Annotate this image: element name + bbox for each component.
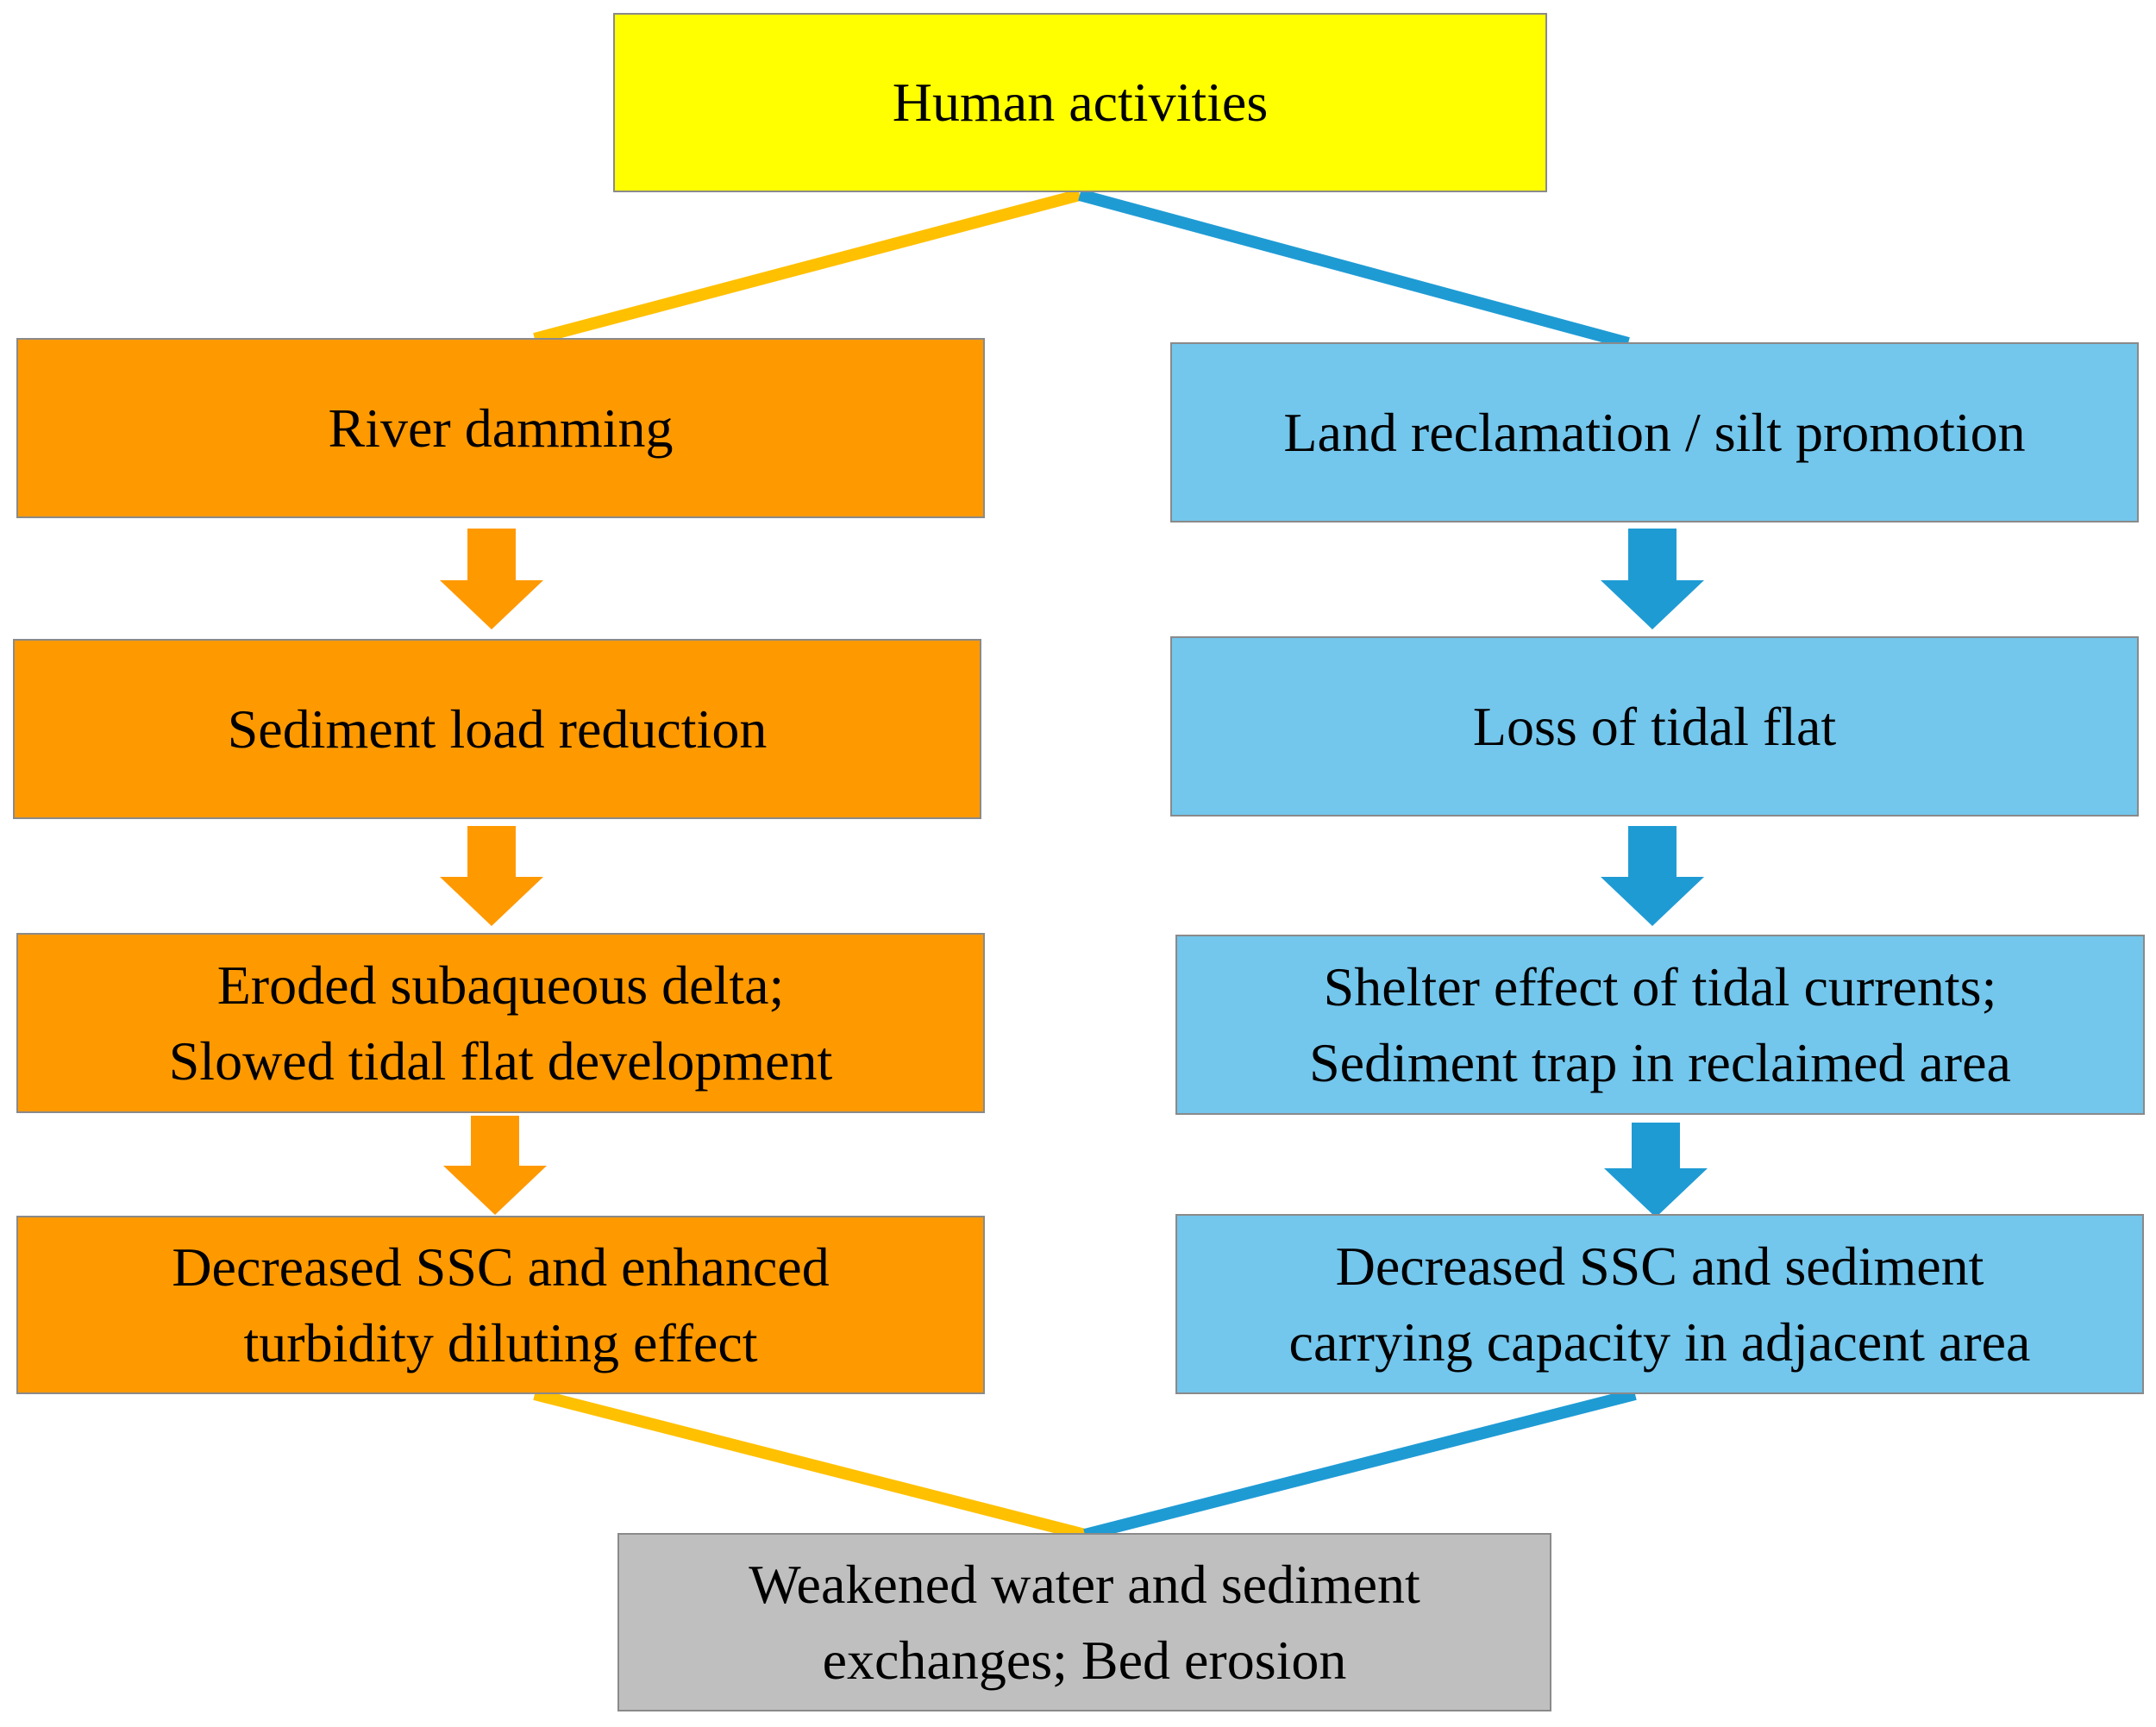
land-reclamation-box: Land reclamation / silt promotion [1170, 342, 2139, 522]
sediment-load-reduction-label: Sediment load reduction [227, 698, 768, 760]
human-activities-label: Human activities [892, 72, 1269, 133]
down-arrow-right-1 [1601, 529, 1704, 629]
down-arrow-left-2 [440, 826, 543, 926]
river-damming-label: River damming [328, 397, 674, 459]
left-merge-connector [533, 1388, 1087, 1541]
human-activities-box: Human activities [613, 13, 1547, 192]
down-arrow-right-2 [1601, 826, 1704, 926]
down-arrow-left-1 [440, 529, 543, 629]
left-decreased-ssc-box: Decreased SSC and enhanced turbidity dil… [16, 1216, 985, 1394]
shelter-effect-label: Shelter effect of tidal currents; Sedime… [1309, 955, 2011, 1093]
shelter-effect-box: Shelter effect of tidal currents; Sedime… [1175, 935, 2145, 1115]
right-decreased-ssc-box: Decreased SSC and sediment carrying capa… [1175, 1214, 2144, 1394]
loss-of-tidal-flat-box: Loss of tidal flat [1170, 636, 2139, 817]
loss-of-tidal-flat-label: Loss of tidal flat [1472, 695, 1837, 757]
right-merge-connector [1083, 1388, 1637, 1541]
bed-erosion-box: Weakened water and sediment exchanges; B… [617, 1533, 1551, 1711]
bed-erosion-label: Weakened water and sediment exchanges; B… [749, 1553, 1420, 1691]
eroded-delta-box: Eroded subaqueous delta; Slowed tidal fl… [16, 933, 985, 1113]
right-decreased-ssc-label: Decreased SSC and sediment carrying capa… [1288, 1235, 2031, 1373]
down-arrow-right-3 [1604, 1123, 1708, 1217]
left-branch-connector [533, 189, 1081, 345]
right-branch-connector [1078, 189, 1630, 349]
down-arrow-left-3 [443, 1116, 547, 1215]
eroded-delta-label: Eroded subaqueous delta; Slowed tidal fl… [168, 954, 833, 1092]
land-reclamation-label: Land reclamation / silt promotion [1283, 401, 2026, 463]
river-damming-box: River damming [16, 338, 985, 518]
sediment-load-reduction-box: Sediment load reduction [13, 639, 981, 819]
left-decreased-ssc-label: Decreased SSC and enhanced turbidity dil… [172, 1236, 830, 1373]
